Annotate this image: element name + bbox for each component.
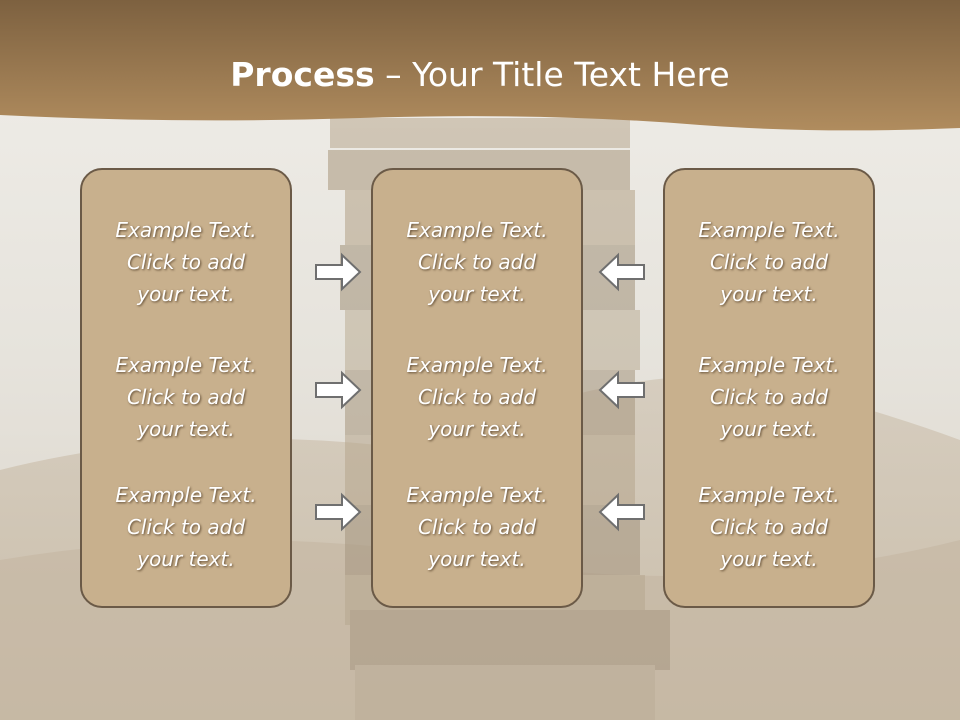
arrow-right-icon <box>315 252 362 292</box>
left-panel[interactable]: Example Text. Click to add your text. Ex… <box>80 168 292 608</box>
text-line: Example Text. <box>698 353 840 377</box>
text-block[interactable]: Example Text. Click to add your text. <box>373 214 581 310</box>
text-line: Click to add <box>417 515 537 539</box>
text-block[interactable]: Example Text. Click to add your text. <box>82 479 290 575</box>
title-bold: Process <box>230 55 375 94</box>
text-line: Example Text. <box>406 218 548 242</box>
text-line: Click to add <box>709 515 829 539</box>
arrow-right-icon <box>315 370 362 410</box>
text-line: your text. <box>720 282 818 306</box>
arrow-left-icon <box>598 252 645 292</box>
arrow-left-icon <box>598 370 645 410</box>
text-line: your text. <box>428 282 526 306</box>
slide-title[interactable]: Process – Your Title Text Here <box>0 52 960 98</box>
text-line: Example Text. <box>698 218 840 242</box>
text-line: Click to add <box>126 385 246 409</box>
text-line: Click to add <box>709 385 829 409</box>
text-block[interactable]: Example Text. Click to add your text. <box>665 214 873 310</box>
text-line: Click to add <box>417 385 537 409</box>
arrow-left-icon <box>598 492 645 532</box>
text-line: Click to add <box>126 515 246 539</box>
middle-panel[interactable]: Example Text. Click to add your text. Ex… <box>371 168 583 608</box>
text-line: Example Text. <box>115 218 257 242</box>
text-line: Example Text. <box>406 353 548 377</box>
right-panel[interactable]: Example Text. Click to add your text. Ex… <box>663 168 875 608</box>
text-line: Example Text. <box>406 483 548 507</box>
text-block[interactable]: Example Text. Click to add your text. <box>82 214 290 310</box>
arrow-right-icon <box>315 492 362 532</box>
text-line: your text. <box>137 547 235 571</box>
text-block[interactable]: Example Text. Click to add your text. <box>373 479 581 575</box>
text-line: your text. <box>137 282 235 306</box>
text-block[interactable]: Example Text. Click to add your text. <box>665 349 873 445</box>
text-line: Click to add <box>126 250 246 274</box>
text-line: your text. <box>720 417 818 441</box>
text-line: Example Text. <box>698 483 840 507</box>
text-line: your text. <box>720 547 818 571</box>
text-line: Click to add <box>417 250 537 274</box>
title-rest: – Your Title Text Here <box>374 55 730 94</box>
text-block[interactable]: Example Text. Click to add your text. <box>373 349 581 445</box>
text-line: Example Text. <box>115 483 257 507</box>
text-line: Example Text. <box>115 353 257 377</box>
text-line: your text. <box>428 547 526 571</box>
text-line: your text. <box>137 417 235 441</box>
text-line: your text. <box>428 417 526 441</box>
text-line: Click to add <box>709 250 829 274</box>
text-block[interactable]: Example Text. Click to add your text. <box>665 479 873 575</box>
text-block[interactable]: Example Text. Click to add your text. <box>82 349 290 445</box>
